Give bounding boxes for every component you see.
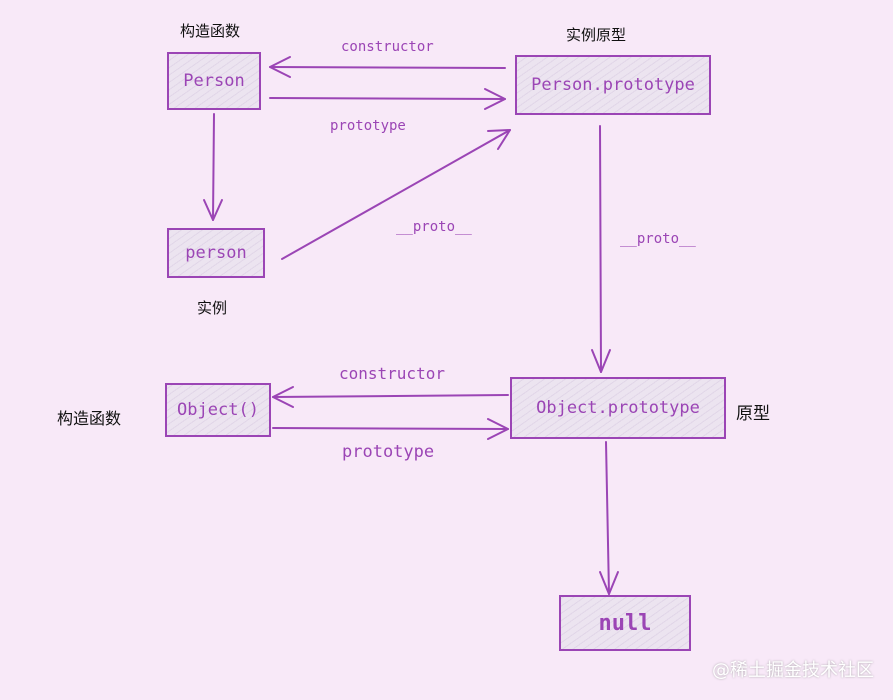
object-prototype-node: Object.prototype <box>510 377 726 439</box>
prototype-label-bottom: prototype <box>342 442 435 462</box>
caption-prototype-top: 实例原型 <box>566 26 627 44</box>
caption-constructor-top: 构造函数 <box>180 22 241 40</box>
watermark: @稀土掘金技术社区 <box>712 660 874 681</box>
caption-constructor-bottom: 构造函数 <box>57 409 122 428</box>
null-node: null <box>559 595 691 651</box>
constructor-arrow-top <box>269 56 506 78</box>
person-prototype-label: Person.prototype <box>531 75 695 95</box>
proto-label-instance: __proto__ <box>396 219 472 235</box>
caption-instance: 实例 <box>197 299 228 317</box>
null-label: null <box>598 610 652 636</box>
proto-arrow-instance <box>281 129 511 260</box>
prototype-arrow-bottom <box>272 418 509 440</box>
person-prototype-node: Person.prototype <box>515 55 711 115</box>
constructor-arrow-bottom <box>272 386 509 408</box>
object-prototype-label: Object.prototype <box>536 398 700 418</box>
person-constructor-label: Person <box>183 71 245 91</box>
object-constructor-node: Object() <box>165 383 271 437</box>
proto-arrow-chain <box>591 125 611 373</box>
person-instance-node: person <box>167 228 265 278</box>
instance-arrow <box>203 113 223 221</box>
proto-arrow-null <box>599 441 619 595</box>
constructor-label-bottom: constructor <box>339 364 445 383</box>
object-constructor-label: Object() <box>177 400 259 420</box>
proto-label-chain: __proto__ <box>620 231 696 247</box>
caption-prototype-bottom: 原型 <box>736 404 770 424</box>
prototype-arrow-top <box>269 88 506 110</box>
person-constructor-node: Person <box>167 52 261 110</box>
prototype-label-top: prototype <box>330 118 406 134</box>
constructor-label-top: constructor <box>341 39 434 55</box>
person-instance-label: person <box>185 243 247 263</box>
